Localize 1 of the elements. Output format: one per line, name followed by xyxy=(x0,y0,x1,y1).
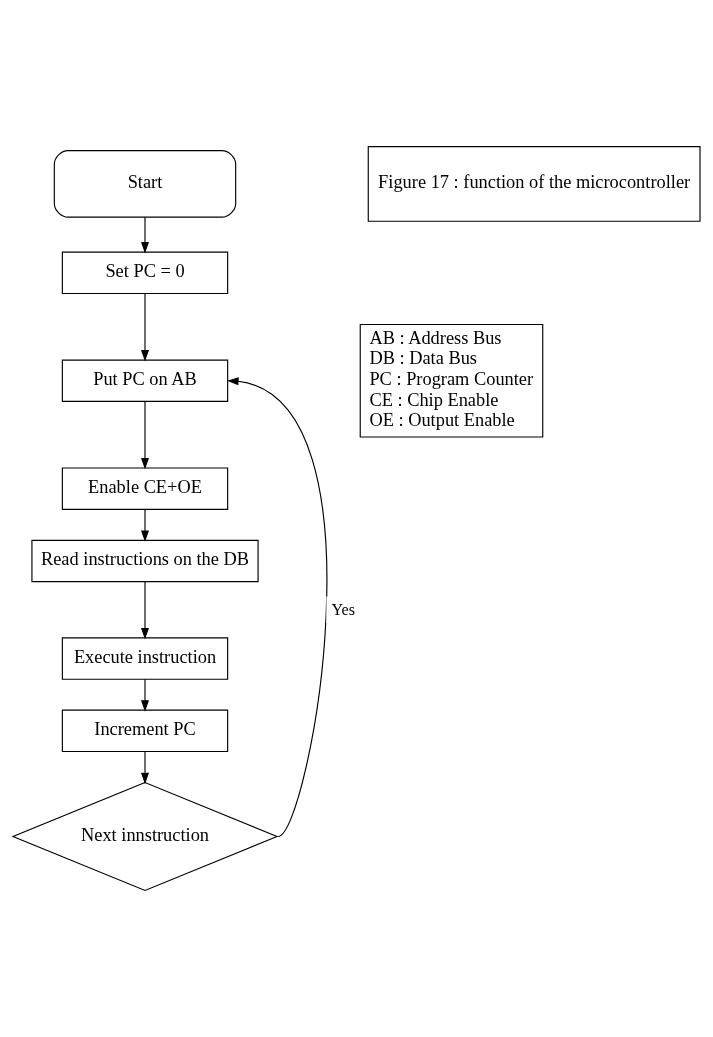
edge-label: Yes xyxy=(331,600,355,618)
